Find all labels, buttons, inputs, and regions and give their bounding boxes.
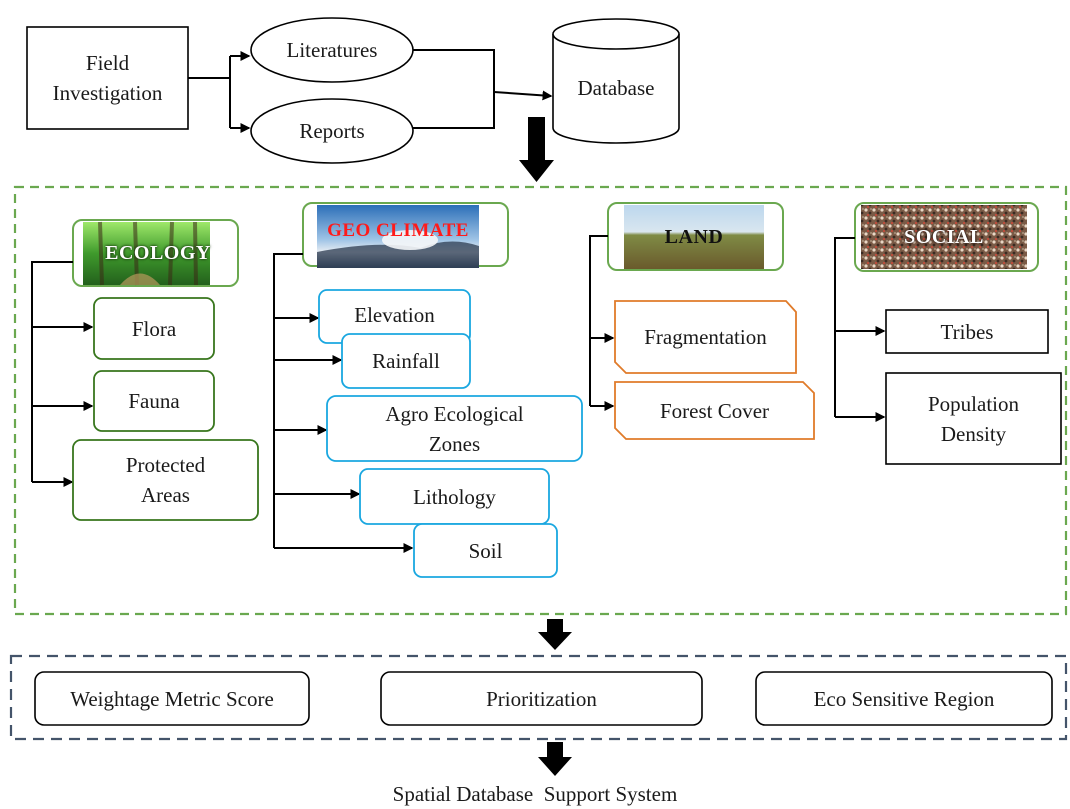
eco-sensitive-box <box>755 671 1053 726</box>
social-connectors <box>834 237 886 422</box>
weightage-label: Weightage Metric Score <box>70 686 274 711</box>
geo-climate-title: GEO CLIMATE <box>327 220 469 241</box>
land-connectors <box>589 235 615 411</box>
ecology-header <box>72 219 239 287</box>
weightage-box <box>34 671 310 726</box>
top-connectors <box>188 49 553 133</box>
rainfall-box <box>341 333 471 389</box>
field-investigation-label: Field Investigation <box>52 51 163 105</box>
geo-climate-connectors <box>273 253 414 553</box>
eco-sensitive-label: Eco Sensitive Region <box>813 686 995 711</box>
fauna-label: Fauna <box>128 389 180 413</box>
population-density-label: Population Density <box>927 391 1019 446</box>
land-title: LAND <box>664 225 724 248</box>
ecology-title: ECOLOGY <box>105 242 211 264</box>
social-title: SOCIAL <box>904 225 984 248</box>
parameters-dashed-frame <box>13 185 1068 616</box>
output-label: Spatial Database Support System <box>392 781 678 806</box>
field-investigation-box <box>26 26 189 130</box>
agro-ecological-zones-label: Agro Ecological Zones <box>385 401 524 456</box>
forest-cover-label: Forest Cover <box>659 398 770 423</box>
soil-box <box>413 523 558 578</box>
land-field-image <box>624 205 764 269</box>
fauna-box <box>93 370 215 432</box>
protected-areas-label: Protected Areas <box>125 453 206 507</box>
analysis-dashed-frame <box>9 654 1068 741</box>
down-arrow-3 <box>538 742 572 776</box>
database-cylinder <box>552 18 680 144</box>
ecology-connectors <box>31 261 94 487</box>
tribes-label: Tribes <box>940 319 994 344</box>
agro-ecological-zones-box <box>326 395 583 462</box>
forest-cover-box <box>614 381 815 440</box>
tribes-box <box>885 309 1049 354</box>
down-arrow-1 <box>519 117 554 182</box>
population-density-box <box>885 372 1062 465</box>
flora-box <box>93 297 215 360</box>
social-header <box>854 202 1039 272</box>
lithology-label: Lithology <box>413 484 496 509</box>
elevation-label: Elevation <box>354 303 435 327</box>
soil-label: Soil <box>468 538 503 563</box>
ecology-forest-image <box>83 222 210 285</box>
database-label: Database <box>577 76 655 100</box>
land-header <box>607 202 784 271</box>
reports-label: Reports <box>299 119 365 143</box>
fragmentation-label: Fragmentation <box>644 325 767 349</box>
prioritization-box <box>380 671 703 726</box>
reports-ellipse <box>250 98 414 164</box>
geo-climate-header <box>302 202 509 268</box>
prioritization-label: Prioritization <box>486 686 597 711</box>
fragmentation-box <box>614 300 797 374</box>
rainfall-label: Rainfall <box>372 349 440 373</box>
social-crowd-image <box>861 205 1027 269</box>
protected-areas-box <box>72 439 259 521</box>
down-arrow-2 <box>538 619 572 650</box>
literatures-label: Literatures <box>286 38 378 62</box>
flora-label: Flora <box>131 316 177 341</box>
